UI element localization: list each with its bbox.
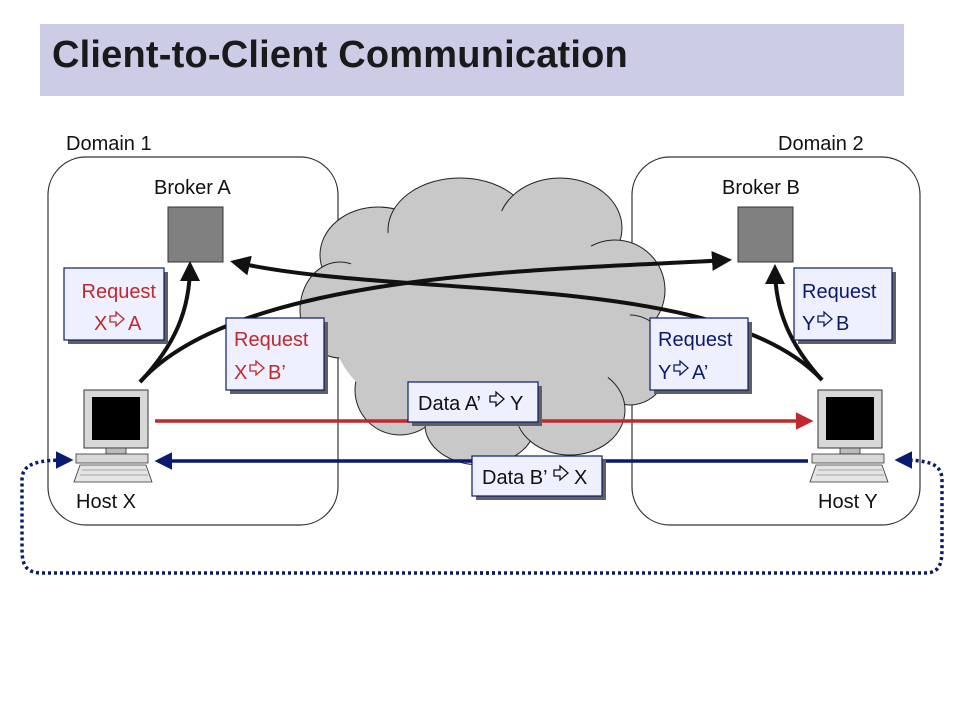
arrow-icon xyxy=(489,390,505,408)
arrow-icon xyxy=(817,310,833,328)
request-y-to-b-target: B xyxy=(836,313,849,335)
arrow-y-to-broker-a xyxy=(230,255,824,382)
domain-1-label: Domain 1 xyxy=(66,133,152,155)
request-x-to-a-line2: X xyxy=(94,313,107,335)
broker-a-icon xyxy=(167,206,224,263)
host-x-computer-icon xyxy=(73,389,153,483)
request-x-to-b-target: B’ xyxy=(268,362,286,384)
host-x-label: Host X xyxy=(76,491,136,513)
request-y-to-a-line1: Request xyxy=(658,329,733,351)
data-b-to-x-box: Data B’ X xyxy=(471,455,606,500)
data-a-to-y-label: Data A’ xyxy=(418,393,481,415)
request-y-to-b-line1: Request xyxy=(802,281,877,303)
broker-b-icon xyxy=(737,206,794,263)
data-b-to-x-target: X xyxy=(574,467,587,489)
broker-b-label: Broker B xyxy=(722,177,800,199)
arrow-icon xyxy=(673,359,689,377)
request-y-to-b-box: Request Y B xyxy=(793,267,896,344)
broker-a-label: Broker A xyxy=(154,177,231,199)
request-x-to-b-line1: Request xyxy=(234,329,309,351)
data-a-to-y-box: Data A’ Y xyxy=(407,381,542,426)
domain-2-label: Domain 2 xyxy=(778,133,864,155)
request-x-to-a-target: A xyxy=(128,313,142,335)
host-y-label: Host Y xyxy=(818,491,878,513)
data-a-to-y-target: Y xyxy=(510,393,523,415)
host-y-computer-icon xyxy=(809,389,889,483)
request-y-to-a-line2: Y xyxy=(658,362,671,384)
title-bar: Client-to-Client Communication xyxy=(40,24,904,96)
dotted-loop-left xyxy=(20,451,495,575)
request-x-to-b-box: Request X B’ xyxy=(225,317,328,394)
request-x-to-a-line1: Request xyxy=(82,281,157,303)
request-y-to-b-line2: Y xyxy=(802,313,815,335)
request-x-to-b-line2: X xyxy=(234,362,247,384)
request-x-to-a-box: Request X A xyxy=(63,267,168,344)
page-title: Client-to-Client Communication xyxy=(52,34,628,76)
request-y-to-a-box: Request Y A’ xyxy=(649,317,752,394)
request-y-to-a-target: A’ xyxy=(692,362,708,384)
arrow-icon xyxy=(553,464,569,482)
arrow-icon xyxy=(109,310,125,328)
data-b-to-x-label: Data B’ xyxy=(482,467,548,489)
arrow-icon xyxy=(249,359,265,377)
